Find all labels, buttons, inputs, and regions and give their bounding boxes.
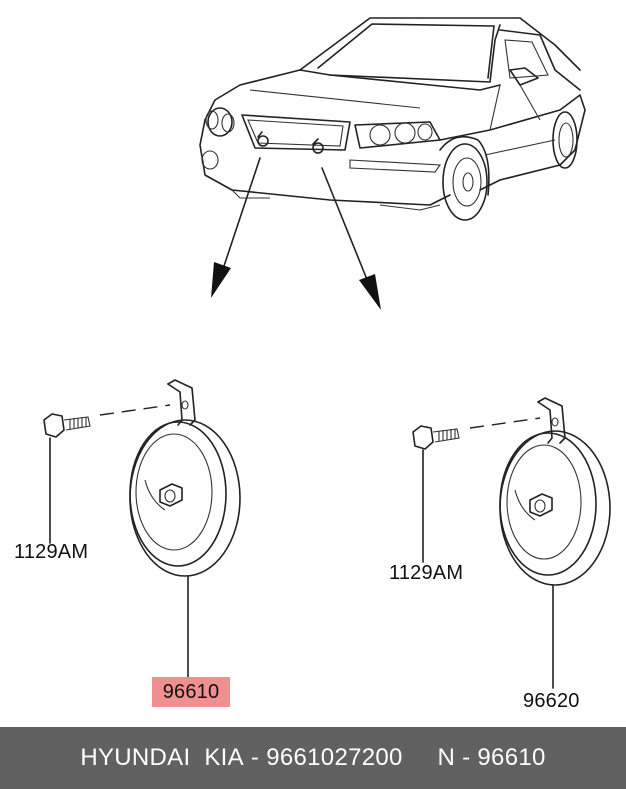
footer-part-number: 9661027200 xyxy=(266,744,403,771)
footer-gap xyxy=(403,744,438,772)
footer-ref-number: 96610 xyxy=(477,744,546,771)
footer-brand: HYUNDAI KIA xyxy=(80,744,244,771)
footer-ref-prefix: N xyxy=(437,744,456,771)
horn-right-part-label: 96620 xyxy=(523,690,580,712)
pointer-arrows xyxy=(211,157,381,310)
parts-diagram xyxy=(43,17,611,689)
footer-separator: - xyxy=(243,744,267,771)
footer-separator-2: - xyxy=(455,744,478,771)
bolt-right-part-label: 1129AM xyxy=(389,562,464,584)
horn-right-assembly xyxy=(412,397,611,689)
footer-bar: HYUNDAI KIA - 9661027200 N - 96610 xyxy=(0,727,626,789)
bolt-left-part-label: 1129AM xyxy=(14,541,89,563)
horn-left-part-label-highlighted: 96610 xyxy=(152,677,230,707)
horn-left-assembly xyxy=(43,379,241,678)
car-illustration xyxy=(199,17,586,221)
